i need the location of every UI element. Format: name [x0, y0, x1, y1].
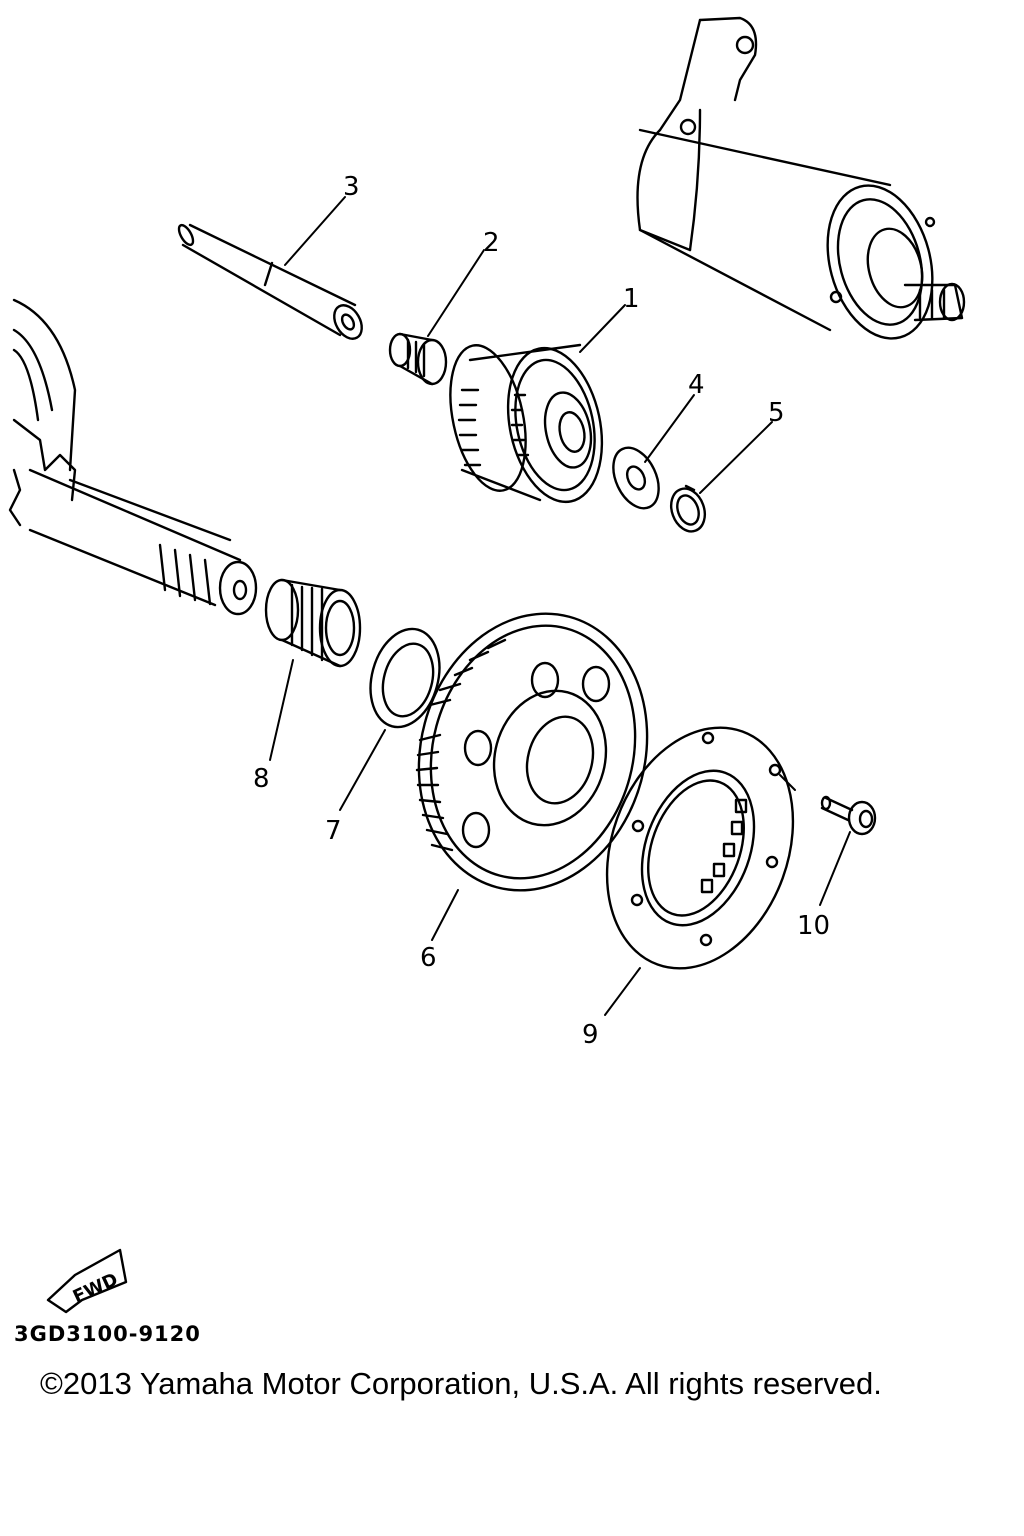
callout-6: 6	[420, 943, 437, 973]
part-9-starter-clutch	[605, 726, 795, 970]
callout-7: 7	[325, 816, 342, 846]
part-2-needle-bearing	[388, 332, 448, 386]
part-10-bolt	[820, 795, 877, 836]
part-7-washer	[369, 627, 441, 729]
callout-3: 3	[343, 172, 360, 202]
part-4-washer	[612, 446, 660, 510]
part-6-starter-wheel-gear	[415, 612, 649, 892]
part-3-shaft	[177, 223, 363, 340]
starter-motor	[636, 16, 966, 340]
part-5-circlip	[669, 484, 707, 533]
leader-lines	[269, 196, 851, 1016]
callout-9: 9	[582, 1020, 599, 1050]
part-1-starter-gear	[449, 343, 604, 504]
callout-5: 5	[768, 398, 785, 428]
copyright-notice: ©2013 Yamaha Motor Corporation, U.S.A. A…	[40, 1366, 882, 1401]
diagram-code: 3GD3100-9120	[14, 1322, 201, 1346]
fwd-arrow-icon: FWD	[46, 1248, 128, 1314]
part-8-needle-bearing	[264, 578, 362, 668]
crankshaft	[8, 298, 258, 616]
callout-8: 8	[253, 764, 270, 794]
callout-4: 4	[688, 370, 705, 400]
callout-1: 1	[623, 284, 640, 314]
callout-10: 10	[797, 911, 831, 941]
callout-2: 2	[483, 228, 500, 258]
